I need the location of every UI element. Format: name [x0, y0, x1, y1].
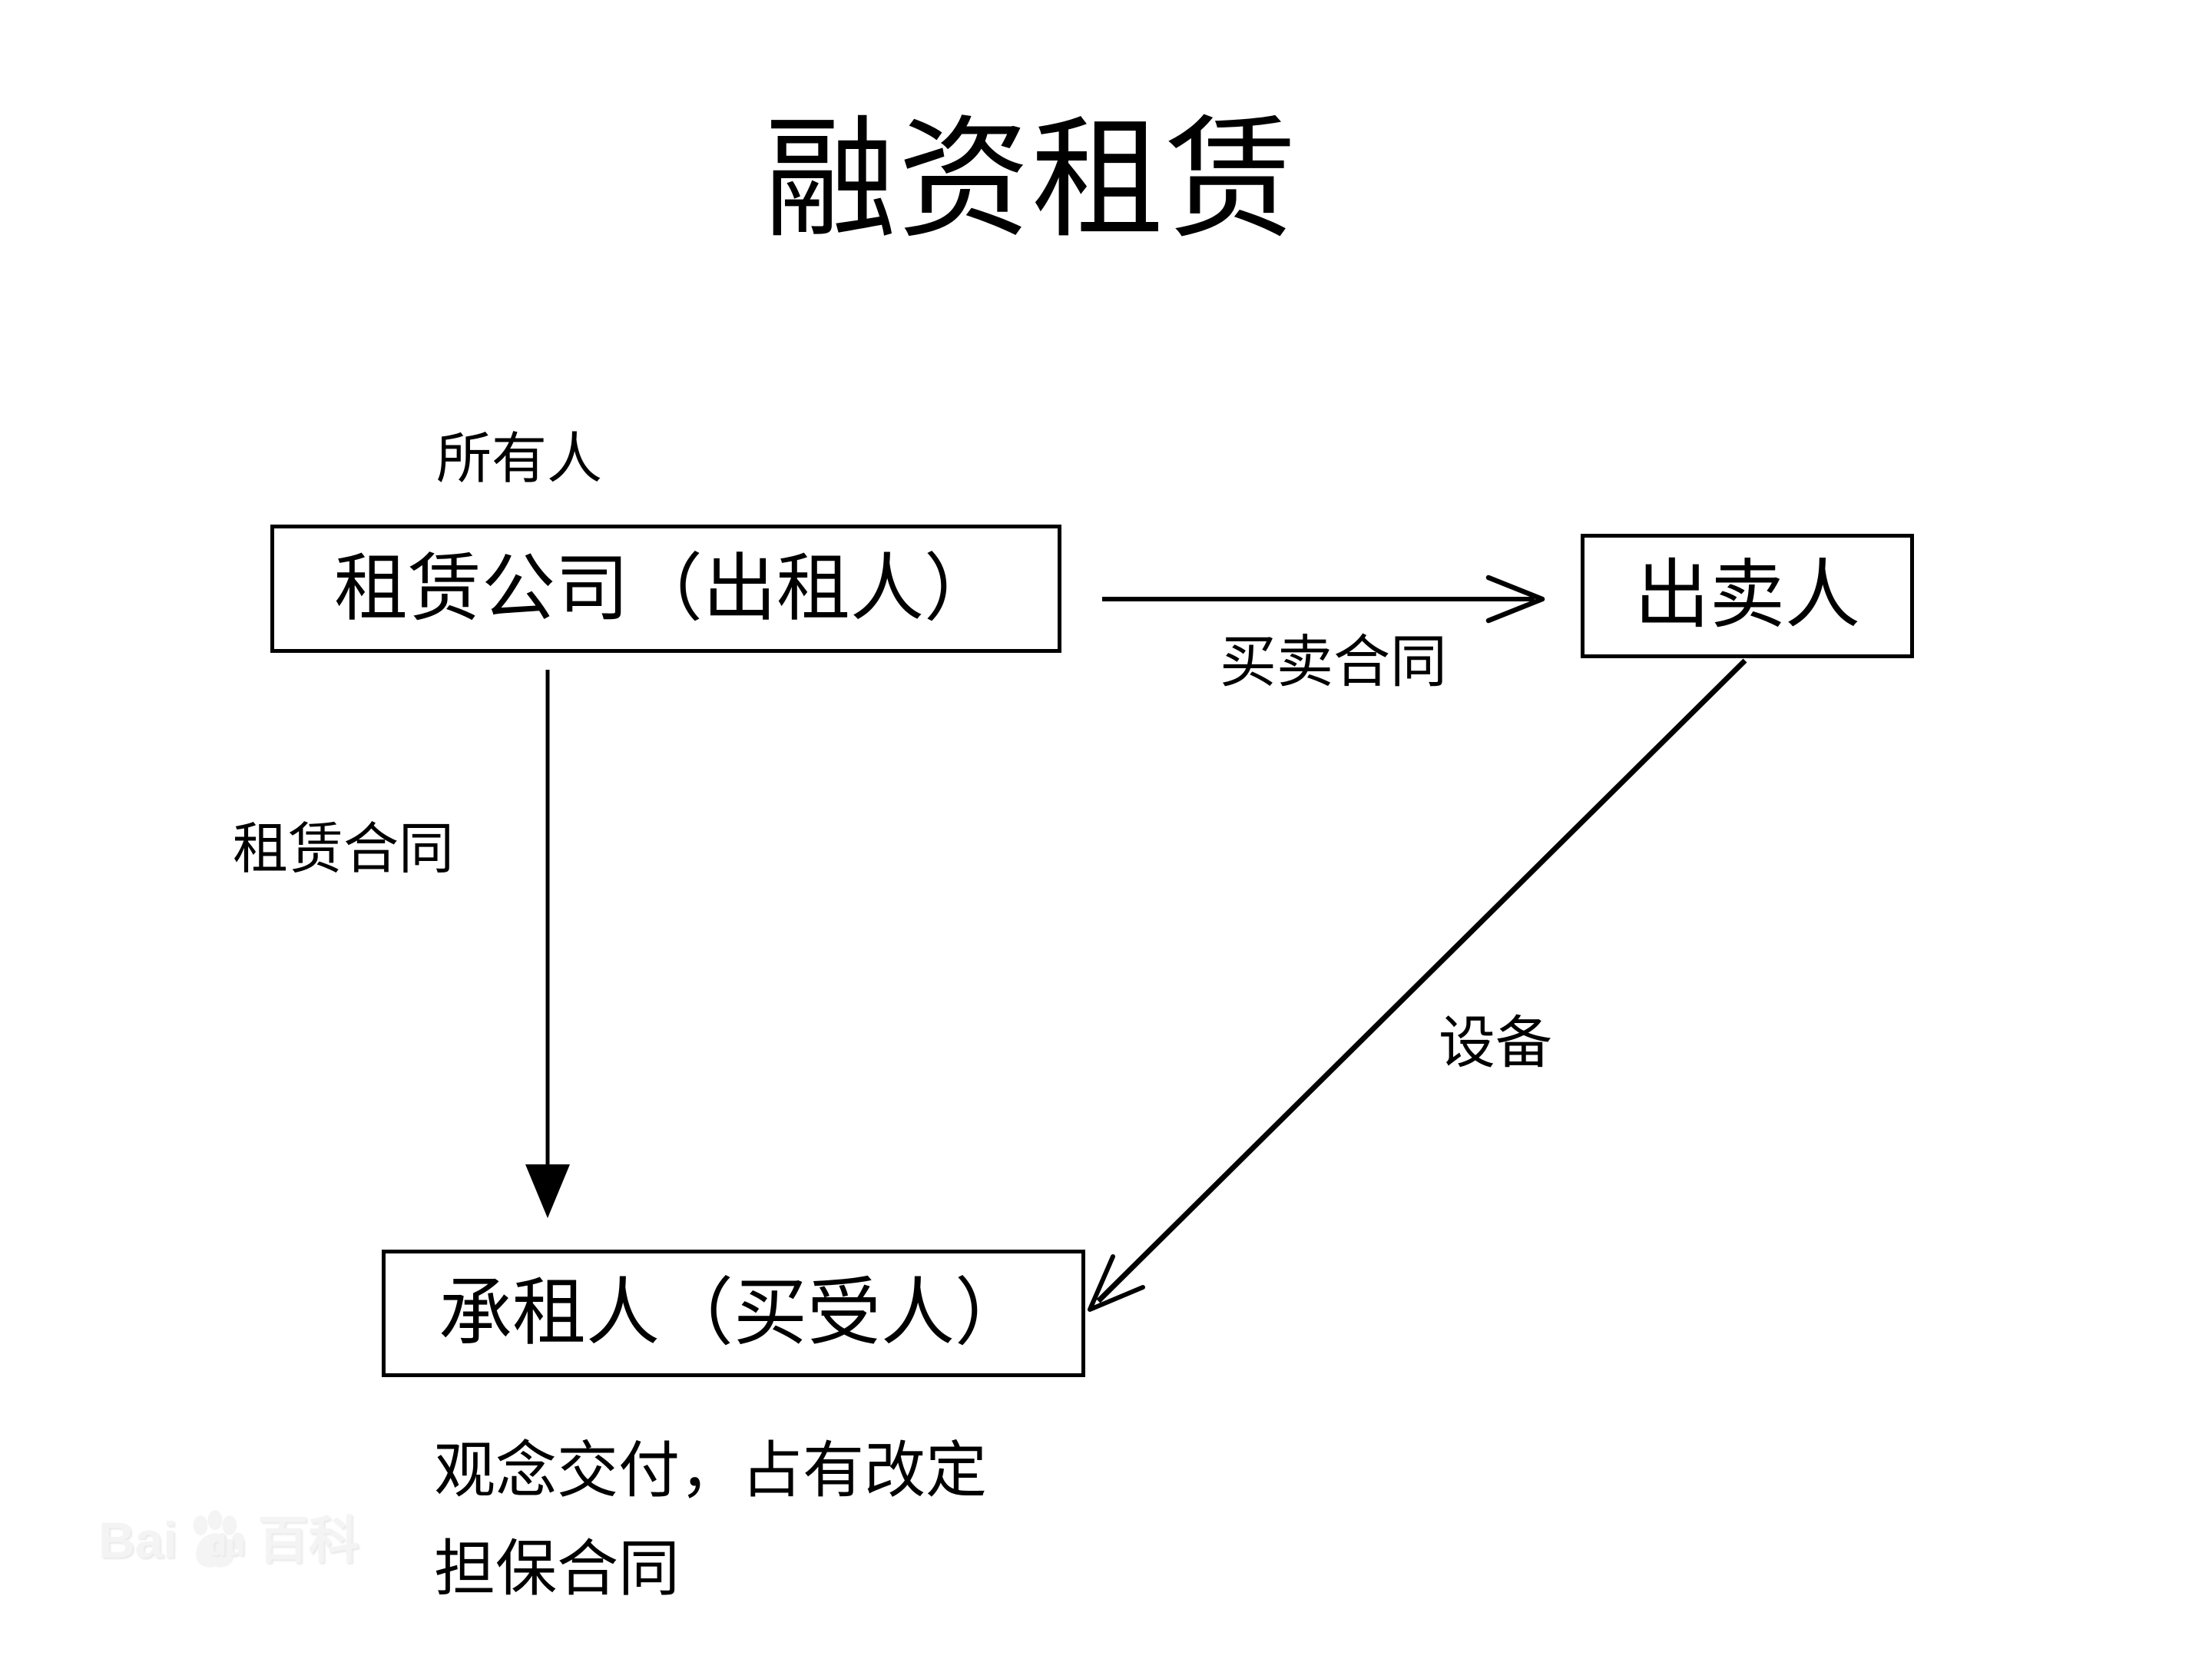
notes-block: 观念交付，占有改定 担保合同	[434, 1422, 987, 1619]
watermark-cjk: 百科	[257, 1512, 359, 1568]
sales-contract-label: 买卖合同	[1220, 631, 1447, 694]
note-line-1: 观念交付，占有改定	[434, 1438, 987, 1505]
node-lessor: 租赁公司（出租人）	[270, 525, 1061, 653]
node-lessee-label: 承租人（买受人）	[439, 1272, 1028, 1354]
lease-contract-label: 租赁合同	[233, 819, 455, 880]
page-title: 融资租赁	[764, 108, 1299, 254]
watermark-latin: Bai	[98, 1512, 177, 1568]
owner-label: 所有人	[436, 429, 603, 490]
watermark: Bai du 百科	[98, 1507, 359, 1573]
node-seller-label: 出卖人	[1634, 555, 1860, 637]
lease-contract-arrow	[525, 670, 570, 1218]
baidu-paw-icon	[193, 1510, 245, 1568]
equipment-arrow	[1088, 658, 1747, 1312]
node-seller: 出卖人	[1581, 534, 1914, 658]
note-line-2: 担保合同	[434, 1536, 680, 1604]
node-lessee: 承租人（买受人）	[382, 1250, 1085, 1377]
node-lessor-label: 租赁公司（出租人）	[334, 547, 998, 630]
sales-contract-arrow	[1102, 575, 1545, 624]
watermark-du: du	[207, 1528, 246, 1562]
equipment-label: 设备	[1439, 1012, 1552, 1075]
